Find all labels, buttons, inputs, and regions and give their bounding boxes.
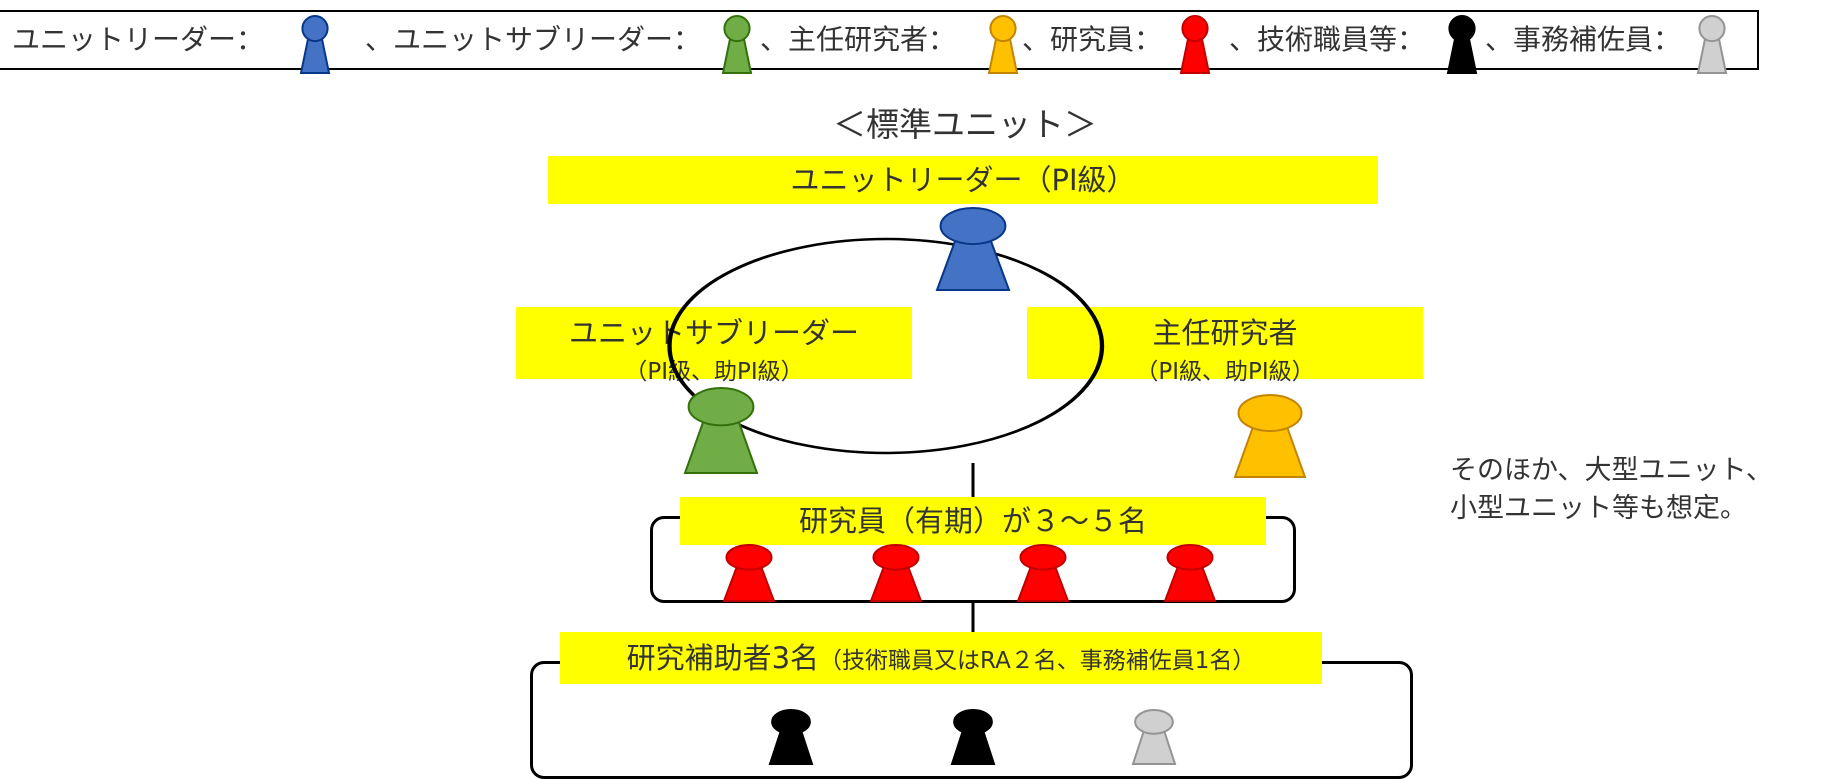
researcher-person-icon bbox=[1016, 544, 1070, 602]
assistants-label-box: 研究補助者3名（技術職員又はRA２名、事務補佐員1名） bbox=[560, 632, 1322, 684]
legend-icon-unit-subleader bbox=[721, 15, 753, 74]
assistants-label: 研究補助者3名 bbox=[626, 641, 820, 675]
assistants-sub: （技術職員又はRA２名、事務補佐員1名） bbox=[819, 648, 1256, 674]
unit-subleader-label-box: ユニットサブリーダー （PI級、助PI級） bbox=[516, 307, 912, 385]
legend-label-technical-staff: 、技術職員等： bbox=[1229, 23, 1426, 56]
researcher-person-icon bbox=[722, 544, 776, 602]
researchers-label: 研究員（有期）が３～５名 bbox=[680, 497, 1266, 545]
legend-label-unit-leader: ユニットリーダー： bbox=[12, 23, 265, 56]
chief-researcher-person-icon bbox=[1233, 394, 1307, 478]
unit-subleader-sub: （PI級、助PI級） bbox=[624, 359, 804, 385]
legend-label-chief-researcher: 、主任研究者： bbox=[760, 23, 957, 56]
side-note-line-1: そのほか、大型ユニット、 bbox=[1450, 455, 1773, 486]
side-note: そのほか、大型ユニット、 小型ユニット等も想定。 bbox=[1450, 452, 1773, 528]
unit-leader-person-icon bbox=[935, 207, 1011, 291]
admin-assistant-person-icon bbox=[1131, 709, 1177, 765]
legend-label-researcher: 、研究員： bbox=[1022, 23, 1163, 56]
unit-leader-label: ユニットリーダー（PI級） bbox=[548, 156, 1378, 204]
researcher-person-icon bbox=[1163, 544, 1217, 602]
legend-icon-unit-leader bbox=[299, 15, 331, 74]
legend-label-admin-assistant: 、事務補佐員： bbox=[1485, 23, 1682, 56]
unit-subleader-person-icon bbox=[683, 387, 759, 474]
legend-icon-admin-assistant bbox=[1696, 15, 1728, 74]
side-note-line-2: 小型ユニット等も想定。 bbox=[1450, 493, 1747, 524]
legend-icon-researcher bbox=[1179, 15, 1211, 74]
legend-icon-chief-researcher bbox=[987, 15, 1019, 74]
unit-subleader-label: ユニットサブリーダー bbox=[568, 316, 859, 350]
chief-researcher-label: 主任研究者 bbox=[1152, 316, 1298, 350]
legend-label-unit-subleader: 、ユニットサブリーダー： bbox=[365, 23, 702, 56]
technical-staff-person-icon bbox=[768, 709, 814, 765]
diagram-title: ＜標準ユニット＞ bbox=[833, 105, 1097, 144]
technical-staff-person-icon bbox=[950, 709, 996, 765]
researcher-person-icon bbox=[869, 544, 923, 602]
team-ellipse bbox=[667, 237, 1105, 455]
chief-researcher-sub: （PI級、助PI級） bbox=[1135, 359, 1315, 385]
legend-icon-technical-staff bbox=[1446, 15, 1478, 74]
